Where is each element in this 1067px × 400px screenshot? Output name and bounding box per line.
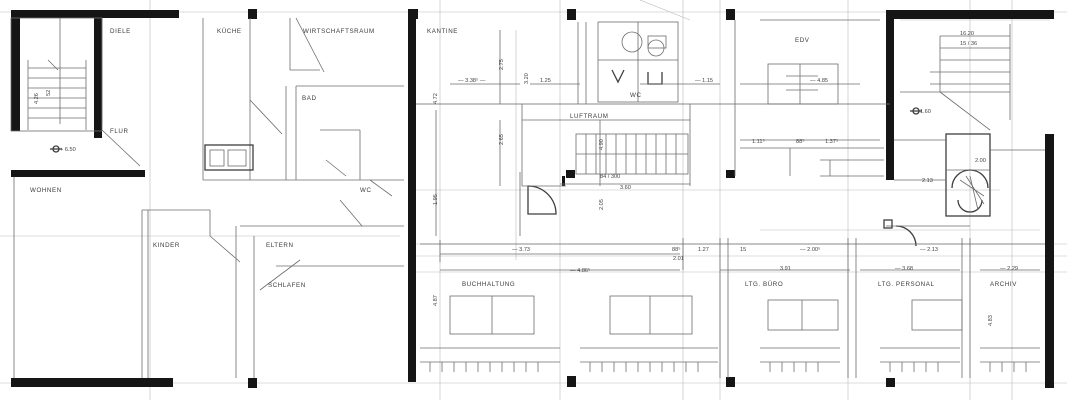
label-luftraum: LUFTRAUM	[570, 113, 609, 120]
label-flur: FLUR	[110, 128, 129, 135]
structural-walls	[11, 9, 1054, 388]
dim-2-05: 2.05	[599, 199, 605, 210]
residential-partitions	[10, 17, 404, 378]
office-desks	[420, 295, 1040, 372]
dim-1-60: 1.60	[920, 109, 931, 115]
dimension-labels: — 3.38⁵ — 1.25 — 1.15 — 4.85 1.11⁵ 88⁵ 1…	[34, 31, 1018, 326]
dim-3-73: — 3.73	[512, 247, 530, 253]
label-wohnen: WOHNEN	[30, 187, 62, 194]
label-kantine: KANTINE	[427, 28, 458, 35]
level-markers	[50, 107, 922, 153]
dim-16-20: 16.20	[960, 31, 974, 37]
label-wirtschaftsraum: WIRTSCHAFTSRAUM	[303, 28, 375, 35]
dim-4-87: 4.87	[433, 295, 439, 306]
label-diele: DIELE	[110, 28, 131, 35]
dim-2-65: 2.65	[499, 134, 505, 145]
dim-6-50: + 6.50	[60, 147, 76, 153]
dim-4-26: 4.26	[34, 93, 40, 104]
label-eltern: ELTERN	[266, 242, 294, 249]
dim-2-01: 2.01	[673, 256, 684, 262]
label-buchhaltung: BUCHHALTUNG	[462, 281, 515, 288]
dim-2-29: — 2.29	[1000, 266, 1018, 272]
label-kinder: KINDER	[153, 242, 180, 249]
dim-1-15: — 1.15	[695, 78, 713, 84]
label-bad: BAD	[302, 95, 317, 102]
dim-2-13b: 2.13	[922, 178, 933, 184]
dim-15: 15	[740, 247, 746, 253]
label-wc-left: WC	[360, 187, 372, 194]
label-edv: EDV	[795, 37, 810, 44]
stair-right	[900, 24, 1011, 131]
dim-84-300: 84 / 300	[600, 174, 620, 180]
spiral-stair	[945, 133, 991, 217]
dim-3-60: 3.60	[620, 185, 631, 191]
room-labels: DIELE KÜCHE WIRTSCHAFTSRAUM BAD FLUR WOH…	[30, 28, 1017, 289]
dim-2-00: — 2.00⁵	[800, 246, 820, 253]
office-partitions	[416, 19, 1045, 378]
label-ltg-personal: LTG. PERSONAL	[878, 281, 935, 288]
dim-3-38: — 3.38⁵ —	[458, 77, 486, 84]
label-kueche: KÜCHE	[217, 28, 242, 35]
dim-stair-52: 52	[46, 90, 52, 96]
dim-4-86: — 4.86⁵	[570, 267, 590, 274]
dim-1-25: 1.25	[540, 78, 551, 84]
dim-88b: 88⁵	[672, 246, 681, 253]
dim-3-68: — 3.68	[895, 266, 913, 272]
dim-2-13: — 2.13	[920, 247, 938, 253]
dim-1-37: 1.37⁵	[825, 138, 838, 145]
dim-1-11: 1.11⁵	[752, 138, 765, 145]
dim-4-83: 4.83	[988, 315, 994, 326]
dim-3-20: 3.20	[524, 73, 530, 84]
dim-1-27: 1.27	[698, 247, 709, 253]
stair-left	[27, 59, 87, 130]
dim-15-36: 15 / 36	[960, 41, 977, 47]
label-ltg-buero: LTG. BÜRO	[745, 281, 783, 288]
dim-88a: 88⁵	[796, 138, 805, 145]
dim-1-95: 1.95	[433, 194, 439, 205]
dim-2-75: 2.75	[499, 59, 505, 70]
dim-4-72: 4.72	[433, 93, 439, 104]
dim-4-90: 4.90	[599, 139, 605, 150]
label-schlafen: SCHLAFEN	[268, 282, 306, 289]
label-wc-core: WC	[630, 92, 642, 99]
dim-3-91: 3.91	[780, 266, 791, 272]
dim-4-85: — 4.85	[810, 78, 828, 84]
dim-2-00-b: 2.00	[975, 158, 986, 164]
label-archiv: ARCHIV	[990, 281, 1017, 288]
